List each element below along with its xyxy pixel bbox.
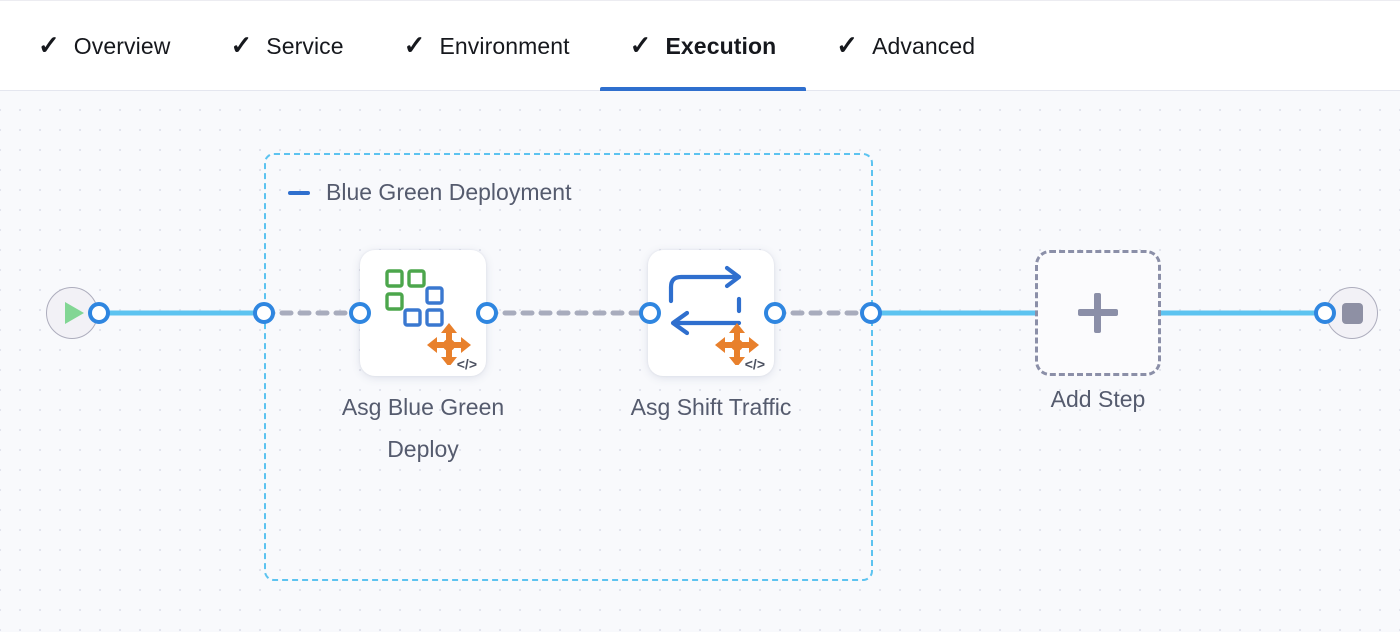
connector-start-out[interactable]	[88, 302, 110, 324]
add-step-node[interactable]: Add Step	[1035, 250, 1161, 412]
step-asg-blue-green-deploy[interactable]: </> Asg Blue Green Deploy	[342, 250, 504, 462]
check-icon: ✓	[230, 30, 253, 60]
asg-blue-green-deploy-icon	[385, 269, 471, 365]
step-card[interactable]: </>	[360, 250, 486, 376]
step-label: Asg Shift Traffic	[630, 394, 792, 420]
tab-advanced[interactable]: ✓ Advanced	[806, 1, 1005, 91]
check-icon: ✓	[403, 30, 426, 60]
connector-step1-out[interactable]	[476, 302, 498, 324]
tab-label: Execution	[665, 32, 777, 59]
plus-icon	[1078, 293, 1118, 333]
connector-group-in[interactable]	[253, 302, 275, 324]
tab-service[interactable]: ✓ Service	[200, 1, 373, 91]
asg-shift-traffic-icon	[668, 265, 759, 365]
check-icon: ✓	[38, 30, 60, 60]
check-icon: ✓	[836, 30, 859, 60]
group-title: Blue Green Deployment	[326, 179, 572, 205]
step-label: Asg Blue Green Deploy	[341, 394, 505, 462]
add-step-label: Add Step	[1050, 386, 1146, 412]
stage-tab-bar: ✓ Overview ✓ Service ✓ Environment ✓ Exe…	[0, 0, 1400, 91]
tab-label: Overview	[73, 32, 171, 59]
pipeline-canvas[interactable]: Blue Green Deployment	[0, 91, 1400, 632]
connector-step2-out[interactable]	[764, 302, 786, 324]
play-icon	[65, 302, 84, 324]
tab-label: Advanced	[872, 32, 976, 59]
connector-step2-in[interactable]	[639, 302, 661, 324]
tab-execution[interactable]: ✓ Execution	[599, 1, 807, 91]
code-icon: </>	[744, 356, 765, 372]
tab-overview[interactable]: ✓ Overview	[0, 1, 200, 91]
minus-icon[interactable]	[288, 190, 310, 195]
tab-label: Service	[266, 32, 344, 59]
step-asg-shift-traffic[interactable]: </> Asg Shift Traffic	[631, 250, 791, 420]
stop-icon	[1341, 302, 1363, 324]
tab-label: Environment	[439, 32, 570, 59]
step-card[interactable]: </>	[648, 250, 774, 376]
step-group-blue-green-deployment[interactable]: Blue Green Deployment	[264, 153, 873, 581]
active-tab-indicator	[599, 87, 807, 91]
tab-environment[interactable]: ✓ Environment	[374, 1, 600, 91]
connector-group-out[interactable]	[860, 302, 882, 324]
connector-step1-in[interactable]	[349, 302, 371, 324]
code-icon: </>	[456, 356, 477, 372]
stage-tabs: ✓ Overview ✓ Service ✓ Environment ✓ Exe…	[0, 1, 1005, 91]
add-step-button[interactable]	[1035, 250, 1161, 376]
group-header[interactable]: Blue Green Deployment	[288, 179, 571, 206]
connector-end-in[interactable]	[1314, 302, 1336, 324]
check-icon: ✓	[629, 30, 652, 60]
